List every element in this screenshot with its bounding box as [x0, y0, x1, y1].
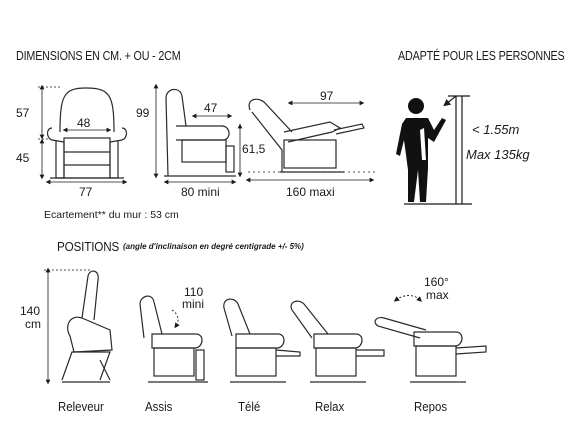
- side-height-label: 99: [136, 106, 150, 120]
- positions-title: POSITIONS: [57, 239, 120, 254]
- positions-note: (angle d'inclinaison en degré centigrade…: [123, 242, 304, 251]
- lift-height-unit: cm: [25, 317, 41, 331]
- lift-height-value: 140: [20, 304, 41, 318]
- sit-angle-arrow: [171, 309, 180, 329]
- sit-angle-value: 110: [184, 285, 204, 299]
- front-seat-height-label: 45: [16, 151, 30, 165]
- position-label-assis: Assis: [145, 399, 173, 414]
- reclined-chair: [248, 98, 365, 173]
- position-label-repos: Repos: [414, 399, 448, 414]
- position-tele: [223, 298, 301, 383]
- position-relax: [290, 300, 385, 383]
- position-label-releveur: Releveur: [58, 399, 104, 414]
- front-dimension-lines: [38, 84, 128, 185]
- recline-total-label: 160 maxi: [286, 185, 335, 199]
- person-silhouette: [396, 98, 446, 202]
- rest-angle-sub: max: [426, 288, 449, 302]
- dimensions-title: DIMENSIONS EN CM. + OU - 2CM: [16, 49, 181, 63]
- recline-top-label: 97: [320, 89, 334, 103]
- sit-angle-sub: mini: [182, 297, 205, 311]
- side-view-chair: [164, 88, 236, 177]
- position-label-tele: Télé: [238, 399, 261, 414]
- recline-dimension-lines: [245, 100, 376, 183]
- front-height-label: 57: [16, 106, 30, 120]
- lift-height-dimension: [44, 267, 90, 385]
- front-total-width-label: 77: [79, 185, 93, 199]
- person-height: < 1.55m: [472, 122, 520, 137]
- side-top-depth-label: 47: [204, 101, 218, 115]
- position-releveur: [61, 270, 113, 383]
- side-seat-label: 61,5: [242, 142, 266, 156]
- adapted-title: ADAPTÉ POUR LES PERSONNES: [398, 49, 565, 63]
- position-repos: [374, 317, 487, 383]
- position-label-relax: Relax: [315, 399, 345, 414]
- front-view-chair: [46, 87, 128, 179]
- position-assis: [139, 295, 208, 383]
- rest-angle-value: 160°: [424, 275, 449, 289]
- height-gauge: [404, 95, 472, 205]
- person-weight: Max 135kg: [466, 147, 530, 162]
- front-inner-width-label: 48: [77, 116, 91, 130]
- rest-angle-arrow: [393, 295, 422, 302]
- wall-spacing-text: Ecartement** du mur : 53 cm: [44, 209, 179, 221]
- side-total-depth-label: 80 mini: [181, 185, 220, 199]
- side-dimension-lines: [153, 83, 243, 185]
